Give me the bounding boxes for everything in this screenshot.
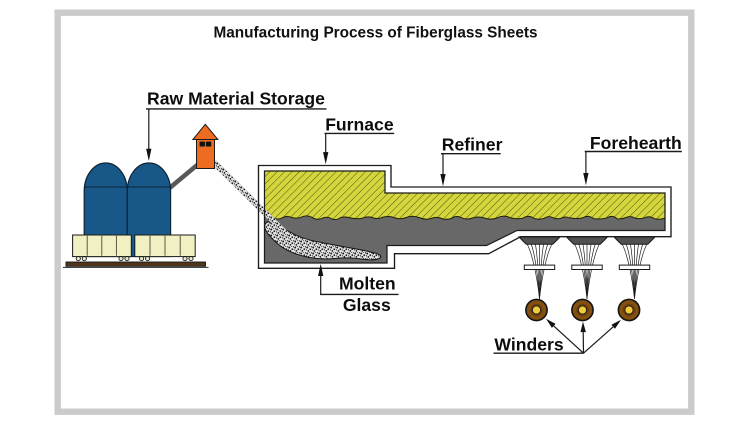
svg-text:Forehearth: Forehearth xyxy=(590,133,682,153)
svg-text:Molten: Molten xyxy=(339,274,396,294)
svg-text:Raw Material Storage: Raw Material Storage xyxy=(147,89,325,109)
svg-text:Manufacturing Process of Fiber: Manufacturing Process of Fiberglass Shee… xyxy=(213,25,537,42)
svg-text:Refiner: Refiner xyxy=(442,135,503,155)
svg-text:Furnace: Furnace xyxy=(325,114,394,134)
svg-text:Glass: Glass xyxy=(343,295,391,315)
svg-text:Winders: Winders xyxy=(494,335,563,355)
